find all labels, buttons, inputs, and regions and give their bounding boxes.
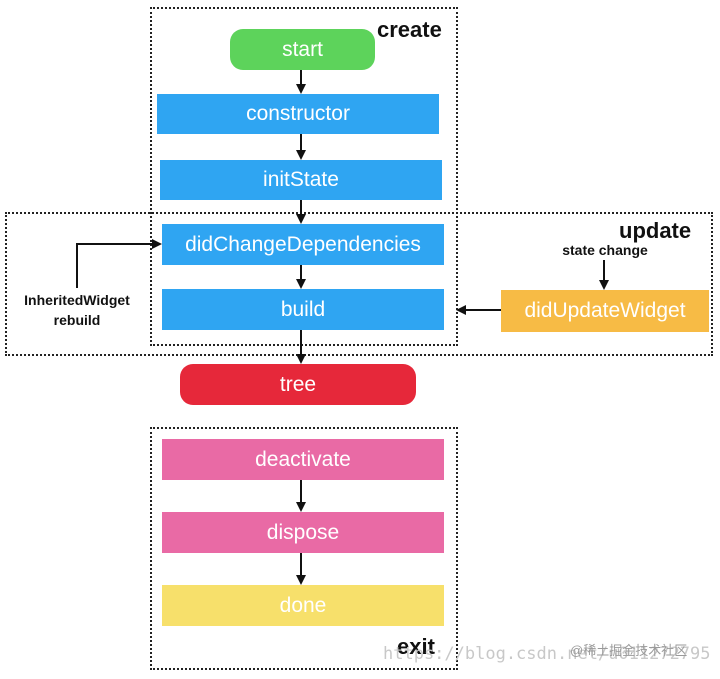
inherited-widget-line2: rebuild bbox=[53, 312, 101, 328]
create-frame bbox=[150, 7, 458, 346]
exit-label: exit bbox=[397, 634, 435, 659]
tree-node: tree bbox=[180, 364, 416, 405]
inherited-widget-note: InheritedWidget rebuild bbox=[4, 290, 150, 330]
done-node: done bbox=[162, 585, 444, 626]
didchangedependencies-node: didChangeDependencies bbox=[162, 224, 444, 265]
watermark-url: https://blog.csdn.net/u011272795 bbox=[383, 644, 711, 664]
watermark-brand: @稀土掘金技术社区 bbox=[570, 643, 688, 658]
update-label: update bbox=[619, 218, 692, 243]
build-node: build bbox=[162, 289, 444, 330]
state-change-note: state change bbox=[562, 242, 648, 258]
arrow-inherited-didchange bbox=[76, 239, 162, 288]
exit-frame bbox=[150, 427, 458, 670]
update-frame bbox=[5, 212, 713, 356]
initstate-node: initState bbox=[160, 160, 442, 200]
deactivate-node: deactivate bbox=[162, 439, 444, 480]
start-node: start bbox=[230, 29, 375, 70]
constructor-node: constructor bbox=[157, 94, 439, 134]
create-label: create bbox=[377, 17, 442, 42]
dispose-node: dispose bbox=[162, 512, 444, 553]
didupdatewidget-node: didUpdateWidget bbox=[501, 290, 709, 332]
inherited-widget-line1: InheritedWidget bbox=[24, 292, 130, 308]
